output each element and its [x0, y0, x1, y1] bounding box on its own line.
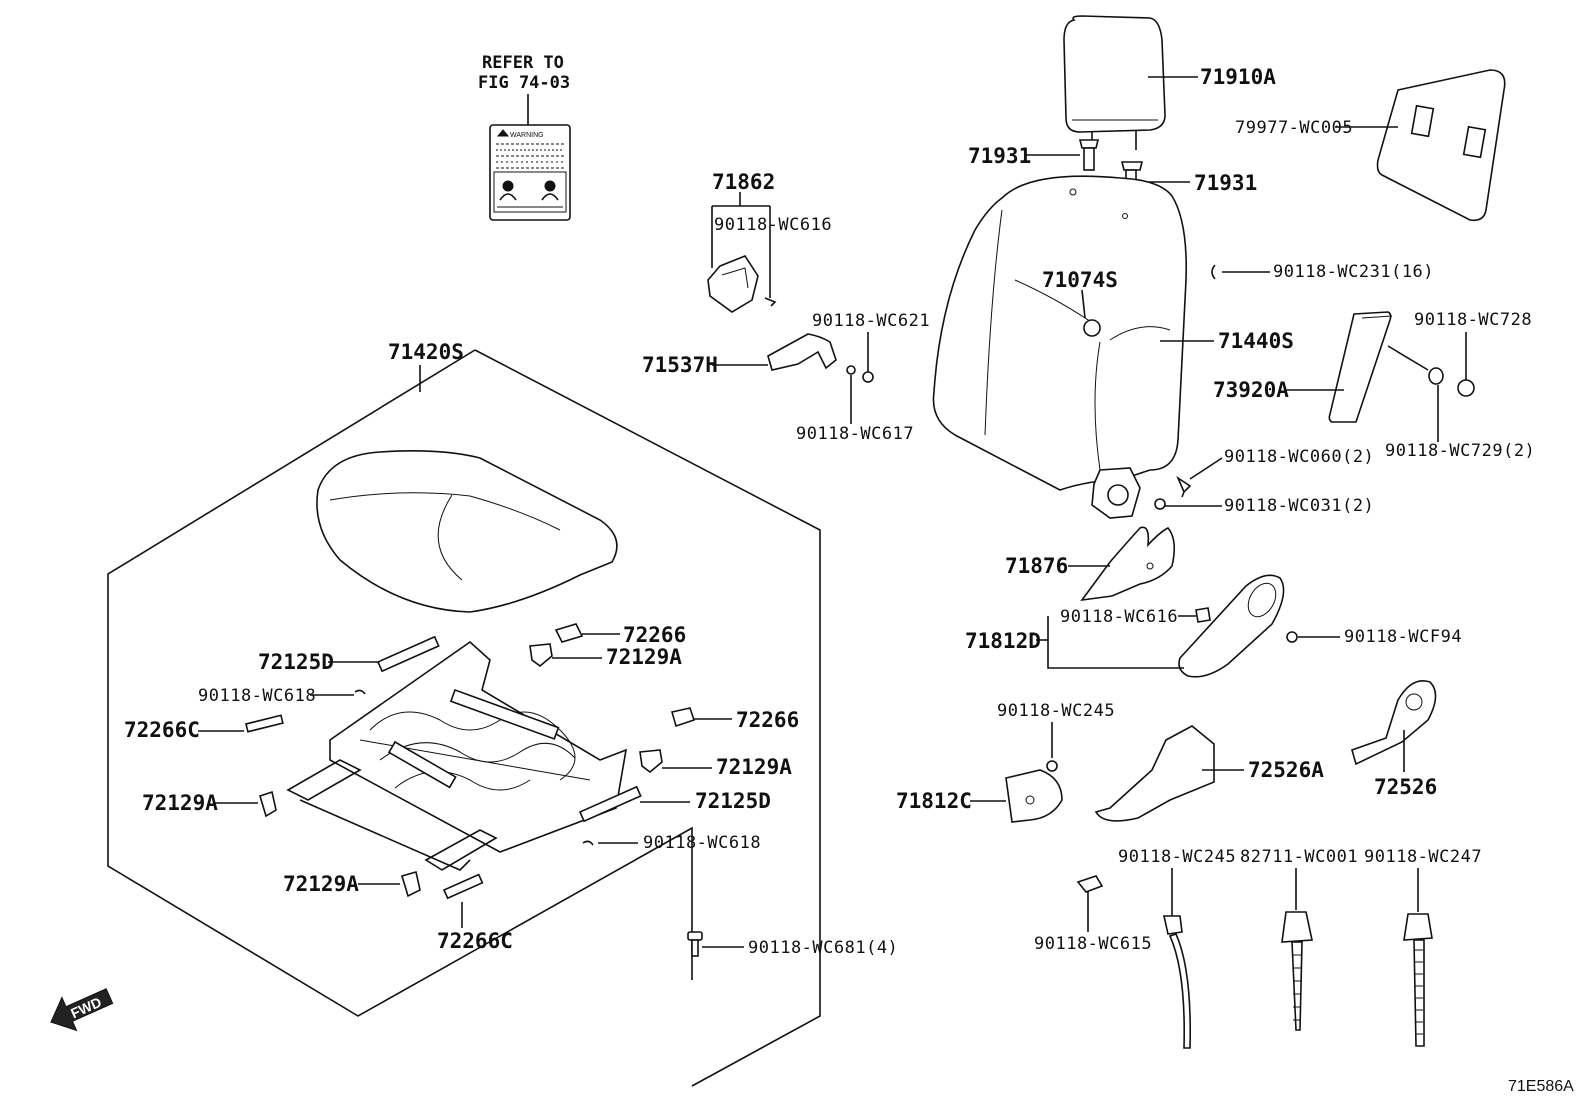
- screw-wc618-lower-icon: [582, 840, 594, 846]
- clip-72129A-bottom-icon: [401, 870, 421, 898]
- cover-72526A-part: [1094, 725, 1215, 822]
- reference-note-line1[interactable]: REFER TO: [482, 53, 564, 73]
- assembly-outline-right: [474, 349, 821, 1087]
- slide-cover-72125D-lower-icon: [578, 785, 642, 823]
- cover-71812C-part: [1005, 769, 1063, 823]
- clip-72129A-right-icon: [639, 749, 663, 774]
- label-90118-WC031[interactable]: 90118-WC031(2): [1224, 496, 1374, 516]
- label-71910A[interactable]: 71910A: [1200, 65, 1276, 89]
- label-71931-left[interactable]: 71931: [968, 144, 1031, 168]
- label-90118-WC618-upper[interactable]: 90118-WC618: [198, 686, 316, 706]
- label-90118-WC618-lower[interactable]: 90118-WC618: [643, 833, 761, 853]
- screw-wc060-icon: [1176, 475, 1192, 498]
- hog-ring-icon: [1211, 264, 1216, 280]
- seat-back-cover-part: [932, 175, 1188, 491]
- screw-wc618-upper-icon: [354, 689, 366, 695]
- label-90118-WCF94[interactable]: 90118-WCF94: [1344, 627, 1462, 647]
- label-71420S[interactable]: 71420S: [388, 340, 464, 364]
- label-90118-WC617[interactable]: 90118-WC617: [796, 424, 914, 444]
- label-90118-WC728[interactable]: 90118-WC728: [1414, 310, 1532, 330]
- label-71440S[interactable]: 71440S: [1218, 329, 1294, 353]
- screw-wc616-icon: [1195, 607, 1211, 623]
- label-71812D[interactable]: 71812D: [965, 629, 1041, 653]
- diagram-code: 71E586A: [1508, 1078, 1574, 1095]
- label-71537H[interactable]: 71537H: [642, 353, 718, 377]
- recliner-mechanism: [1091, 467, 1141, 519]
- label-72266C-lower[interactable]: 72266C: [437, 929, 513, 953]
- label-90118-WC616-upper[interactable]: 90118-WC616: [714, 215, 832, 235]
- label-72526[interactable]: 72526: [1374, 775, 1437, 799]
- label-90118-WC245-upper[interactable]: 90118-WC245: [997, 701, 1115, 721]
- cable-tie-wc245-icon: [1163, 915, 1192, 1049]
- clip-82711-icon: [1281, 911, 1313, 1031]
- label-72125D-lower[interactable]: 72125D: [695, 789, 771, 813]
- lever-71537H-part: [767, 333, 837, 371]
- screw-wc245-upper-icon: [1046, 760, 1058, 772]
- warning-label-text: WARNING: [510, 132, 544, 139]
- cable-tie-wc247-icon: [1403, 913, 1433, 1047]
- label-79977-WC005[interactable]: 79977-WC005: [1235, 118, 1353, 138]
- label-72129A-bottom[interactable]: 72129A: [283, 872, 359, 896]
- headrest-guide-left: [1078, 139, 1100, 171]
- reference-note-line2[interactable]: FIG 74-03: [478, 73, 570, 93]
- label-90118-WC231[interactable]: 90118-WC231(16): [1273, 262, 1434, 282]
- bracket-71862-part: [707, 255, 777, 313]
- knob-72526-part: [1351, 680, 1437, 766]
- cover-72266C-lower-icon: [442, 873, 484, 900]
- label-71812C[interactable]: 71812C: [896, 789, 972, 813]
- assembly-outline-left: [107, 349, 693, 1017]
- warning-label-image: WARNING: [489, 124, 571, 221]
- clip-72129A-upper-icon: [529, 643, 553, 668]
- cover-71812D-part: [1178, 574, 1285, 678]
- label-90118-WC616-lower[interactable]: 90118-WC616: [1060, 607, 1178, 627]
- nut-icon: [1428, 367, 1444, 385]
- clip-wc615-icon: [1076, 875, 1104, 893]
- clip-72129A-left-icon: [259, 790, 277, 818]
- label-90118-WC729[interactable]: 90118-WC729(2): [1385, 441, 1535, 461]
- forward-arrow-icon: FWD: [50, 988, 114, 1032]
- bolt-wc031-icon: [1154, 498, 1166, 510]
- clip-72266-upper-icon: [554, 623, 584, 643]
- washer-wc617-icon: [846, 365, 856, 375]
- label-71931-right[interactable]: 71931: [1194, 171, 1257, 195]
- label-71074S[interactable]: 71074S: [1042, 268, 1118, 292]
- bolt-wc681-icon: [687, 931, 703, 957]
- label-72125D-upper[interactable]: 72125D: [258, 650, 334, 674]
- label-72129A-left[interactable]: 72129A: [142, 791, 218, 815]
- label-72266-upper[interactable]: 72266: [623, 623, 686, 647]
- seat-cushion-pad-part: [316, 450, 618, 613]
- label-90118-WC060[interactable]: 90118-WC060(2): [1224, 447, 1374, 467]
- label-82711-WC001[interactable]: 82711-WC001: [1240, 847, 1358, 867]
- side-shield-part: [1328, 311, 1393, 423]
- screw-wc621-icon: [862, 371, 874, 383]
- cover-71876-part: [1080, 526, 1176, 602]
- label-72129A-right[interactable]: 72129A: [716, 755, 792, 779]
- seat-frame-part: [286, 640, 628, 871]
- label-90118-WC621[interactable]: 90118-WC621: [812, 311, 930, 331]
- label-72266-lower[interactable]: 72266: [736, 708, 799, 732]
- seat-back-pad-part: [1376, 69, 1506, 222]
- slide-cover-72125D-upper-icon: [376, 635, 440, 673]
- screw-wcf94-icon: [1286, 631, 1298, 643]
- clip-72266-lower-icon: [670, 707, 696, 728]
- label-90118-WC247[interactable]: 90118-WC247: [1364, 847, 1482, 867]
- label-72266C-upper[interactable]: 72266C: [124, 718, 200, 742]
- clip-cap-icon: [1457, 379, 1475, 397]
- label-71876[interactable]: 71876: [1005, 554, 1068, 578]
- label-72129A-upper[interactable]: 72129A: [606, 645, 682, 669]
- headrest-part: [1063, 15, 1166, 150]
- label-73920A[interactable]: 73920A: [1213, 378, 1289, 402]
- label-72526A[interactable]: 72526A: [1248, 758, 1324, 782]
- cover-72266C-upper-icon: [245, 714, 284, 733]
- label-90118-WC615[interactable]: 90118-WC615: [1034, 934, 1152, 954]
- label-90118-WC245-lower[interactable]: 90118-WC245: [1118, 847, 1236, 867]
- label-71862[interactable]: 71862: [712, 170, 775, 194]
- fwd-label: FWD: [68, 994, 104, 1022]
- label-90118-WC681[interactable]: 90118-WC681(4): [748, 938, 898, 958]
